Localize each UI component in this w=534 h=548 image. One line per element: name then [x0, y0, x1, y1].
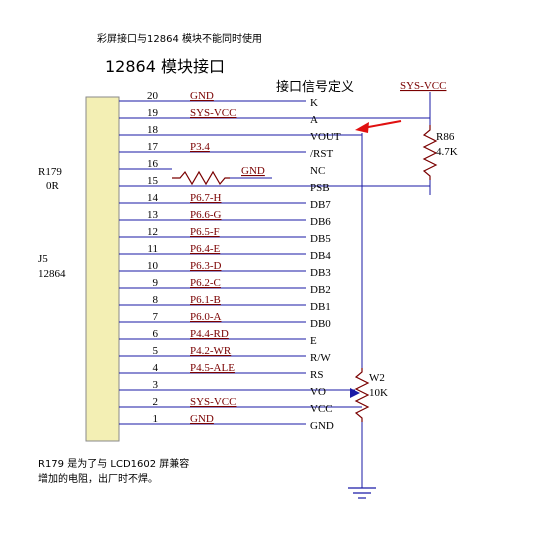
- annotation-arrow-line: [362, 120, 402, 129]
- pin-number-13: 13: [147, 209, 159, 221]
- pin-number-11: 11: [147, 243, 158, 255]
- pin-number-14: 14: [147, 192, 159, 204]
- net-label-8: P6.1-B: [190, 294, 221, 306]
- net-label-6: P4.4-RD: [190, 328, 229, 340]
- signal-name-10: DB3: [310, 267, 331, 279]
- signal-name-19: A: [310, 114, 318, 126]
- net-label-9: P6.2-C: [190, 277, 221, 289]
- signal-name-18: VOUT: [310, 131, 341, 143]
- header-note: 彩屏接口与12864 模块不能同时使用: [97, 32, 262, 45]
- pin-number-15: 15: [147, 175, 159, 187]
- r86-vcc-label: SYS-VCC: [400, 80, 446, 92]
- signal-name-5: R/W: [310, 352, 331, 364]
- signal-name-20: K: [310, 97, 318, 109]
- connector-body: [85, 96, 120, 442]
- net-label-1: GND: [190, 413, 214, 425]
- signal-name-11: DB4: [310, 250, 331, 262]
- signal-name-15: PSB: [310, 182, 330, 194]
- pin-number-2: 2: [153, 396, 159, 408]
- pin-number-5: 5: [153, 345, 159, 357]
- w2-ref: W2: [369, 372, 385, 384]
- r179-ref: R179: [38, 166, 62, 178]
- signal-name-6: E: [310, 335, 317, 347]
- r86-ref: R86: [436, 131, 455, 143]
- signal-name-1: GND: [310, 420, 334, 432]
- w2-wiper-arrow: [350, 388, 360, 398]
- net-label-11: P6.4-E: [190, 243, 221, 255]
- signal-name-12: DB5: [310, 233, 331, 245]
- connector-value: 12864: [38, 268, 66, 280]
- pin-number-8: 8: [153, 294, 159, 306]
- header-title: 12864 模块接口: [105, 57, 225, 76]
- r86-resistor: [422, 125, 438, 180]
- net-label-4: P4.5-ALE: [190, 362, 235, 374]
- pin-number-3: 3: [153, 379, 159, 391]
- pin-number-12: 12: [147, 226, 158, 238]
- pin-number-16: 16: [147, 158, 159, 170]
- net-label-17: P3.4: [190, 141, 210, 153]
- signal-name-17: /RST: [310, 148, 334, 160]
- r86-value: 4.7K: [436, 146, 458, 158]
- w2-value: 10K: [369, 387, 388, 399]
- net-label-12: P6.5-F: [190, 226, 220, 238]
- signal-name-3: VO: [310, 386, 326, 398]
- pin-number-20: 20: [147, 90, 159, 102]
- pin-number-1: 1: [153, 413, 159, 425]
- pin-number-9: 9: [153, 277, 159, 289]
- signal-name-14: DB7: [310, 199, 331, 211]
- footnote-line-2: 增加的电阻，出厂时不焊。: [38, 472, 158, 485]
- interface-title: 接口信号定义: [276, 79, 354, 95]
- pin-number-19: 19: [147, 107, 159, 119]
- signal-name-2: VCC: [310, 403, 333, 415]
- net-label-14: P6.7-H: [190, 192, 222, 204]
- net-label-10: P6.3-D: [190, 260, 222, 272]
- annotation-arrow-head: [355, 122, 369, 133]
- r179-value: 0R: [46, 180, 60, 192]
- w2-pot: [354, 368, 370, 422]
- pin-number-4: 4: [153, 362, 159, 374]
- net-label-20: GND: [190, 90, 214, 102]
- net-label-13: P6.6-G: [190, 209, 222, 221]
- footnote-line-1: R179 是为了与 LCD1602 屏兼容: [38, 457, 189, 470]
- signal-name-7: DB0: [310, 318, 331, 330]
- signal-name-9: DB2: [310, 284, 331, 296]
- signal-name-13: DB6: [310, 216, 331, 228]
- pin-number-10: 10: [147, 260, 159, 272]
- r179-resistor: [172, 170, 230, 186]
- net-label-7: P6.0-A: [190, 311, 222, 323]
- connector-ref: J5: [38, 253, 48, 265]
- pin-number-7: 7: [153, 311, 159, 323]
- pin-number-6: 6: [153, 328, 159, 340]
- pin-number-18: 18: [147, 124, 159, 136]
- signal-name-16: NC: [310, 165, 325, 177]
- net-label-19: SYS-VCC: [190, 107, 236, 119]
- r179-gnd-label: GND: [241, 165, 265, 177]
- pin-number-17: 17: [147, 141, 159, 153]
- net-label-2: SYS-VCC: [190, 396, 236, 408]
- signal-name-4: RS: [310, 369, 323, 381]
- net-label-5: P4.2-WR: [190, 345, 232, 357]
- signal-name-8: DB1: [310, 301, 331, 313]
